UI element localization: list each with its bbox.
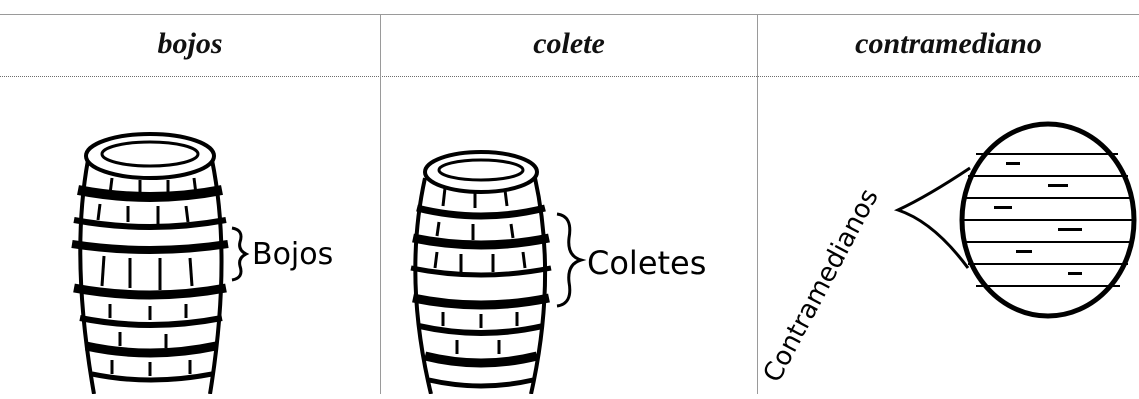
header-contramediano: contramediano bbox=[758, 14, 1139, 74]
barrel-bojos-drawing: Bojos bbox=[0, 78, 380, 394]
cell-bojos: Bojos bbox=[0, 78, 380, 394]
header-bojos: bojos bbox=[0, 14, 380, 74]
cell-colete: Coletes bbox=[381, 78, 757, 394]
coletes-handwritten-label: Coletes bbox=[587, 244, 706, 282]
bojos-handwritten-label: Bojos bbox=[252, 237, 333, 272]
contramedianos-handwritten-label: Contramedianos bbox=[758, 184, 885, 387]
barrel-coletes-drawing: Coletes bbox=[381, 78, 757, 394]
barrel-head-contramedianos-drawing: Contramedianos bbox=[758, 78, 1139, 394]
cell-contramediano: Contramedianos bbox=[758, 78, 1139, 394]
header-colete: colete bbox=[381, 14, 757, 74]
header-divider bbox=[0, 76, 1139, 77]
